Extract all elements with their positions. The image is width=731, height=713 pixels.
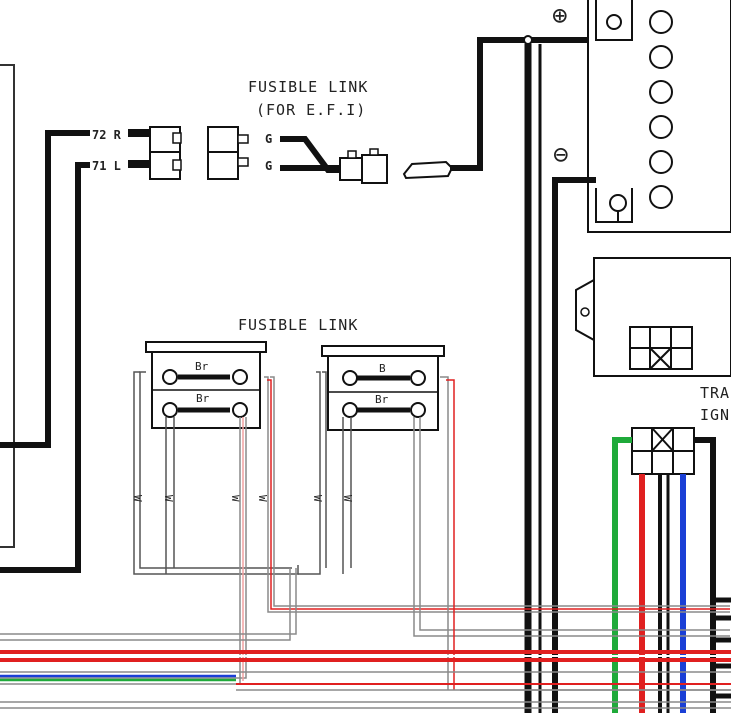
relay-module bbox=[575, 257, 731, 377]
fusible-link-efi bbox=[339, 148, 388, 184]
lower-fusible-link-title: FUSIBLE LINK bbox=[238, 316, 358, 334]
wire-green-vertical bbox=[612, 437, 632, 713]
battery-positive-post bbox=[595, 0, 633, 41]
junction-dot bbox=[523, 35, 533, 45]
left-block-label-top: Br bbox=[195, 360, 209, 373]
right-block-label-top: B bbox=[379, 362, 386, 375]
left-component-box bbox=[0, 64, 15, 548]
battery bbox=[587, 0, 731, 233]
top-connector-right bbox=[207, 126, 249, 180]
right-edge-label-2: IGNI bbox=[700, 406, 731, 424]
wire-72R-harness bbox=[0, 130, 90, 448]
wire-71L-harness bbox=[0, 162, 90, 573]
battery-cells bbox=[649, 10, 673, 209]
wire-label-W-6: W bbox=[341, 495, 354, 502]
wire-label-W-1: W bbox=[131, 495, 144, 502]
fusible-link-block-left bbox=[145, 341, 267, 429]
battery-positive-symbol: ⊕ bbox=[552, 1, 568, 31]
wire-label-G-bottom: G bbox=[265, 159, 272, 173]
bottom-harness bbox=[0, 650, 731, 709]
wire-label-W-3: W bbox=[229, 495, 242, 502]
top-fusible-link-title: FUSIBLE LINK bbox=[248, 78, 368, 96]
wire-label-W-4: W bbox=[256, 495, 269, 502]
wire-label-G-top: G bbox=[265, 132, 272, 146]
top-connector-left bbox=[128, 126, 182, 180]
top-fusible-link-subtitle: (FOR E.F.I) bbox=[256, 101, 366, 119]
white-wires bbox=[133, 371, 352, 575]
wire-label-W-5: W bbox=[311, 495, 324, 502]
ring-terminal bbox=[402, 160, 454, 180]
wire-label-72R: 72 R bbox=[92, 128, 122, 142]
battery-negative-symbol: ⊖ bbox=[553, 140, 569, 170]
battery-negative-post bbox=[595, 188, 633, 223]
wire-battery-negative bbox=[552, 177, 596, 713]
right-block-label-bottom: Br bbox=[375, 393, 389, 406]
ignition-connector bbox=[631, 427, 695, 475]
fusible-link-block-right bbox=[321, 345, 445, 431]
wire-label-W-2: W bbox=[162, 495, 175, 502]
right-edge-label-1: TRA bbox=[700, 384, 730, 402]
left-block-label-bottom: Br bbox=[196, 392, 210, 405]
wire-black-right bbox=[694, 437, 716, 713]
wire-label-71L: 71 L bbox=[92, 159, 121, 173]
right-harness-stubs bbox=[713, 597, 731, 699]
wire-to-battery-positive bbox=[450, 37, 590, 171]
